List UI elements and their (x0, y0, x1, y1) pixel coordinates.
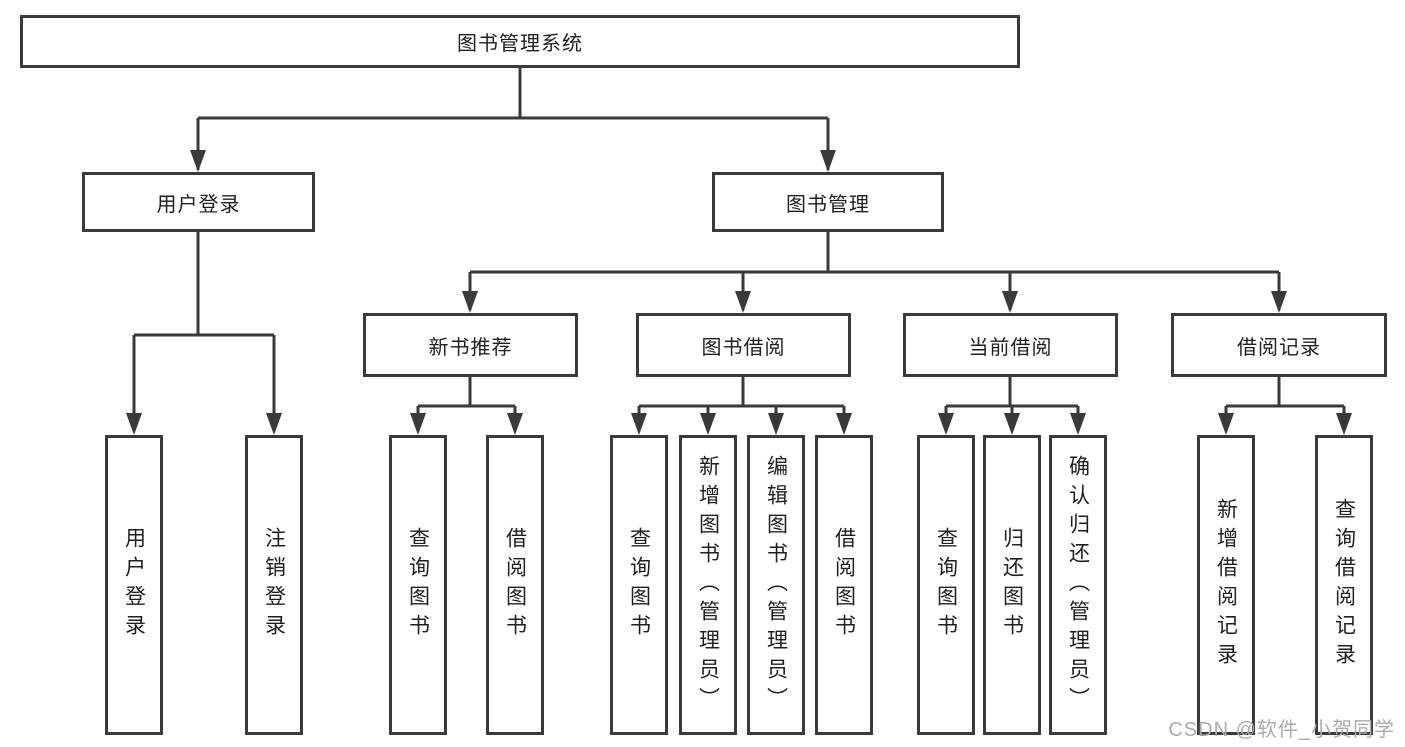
leaf-return-books: 归还图书 (983, 435, 1041, 735)
node-book-management: 图书管理 (712, 172, 944, 232)
leaf-borrow-books-recommendation: 借阅图书 (486, 435, 544, 735)
arrow-down-icon (190, 150, 206, 172)
leaf-logout: 注销登录 (245, 435, 303, 735)
arrow-down-icon (1218, 413, 1234, 435)
arrow-down-icon (1271, 291, 1287, 313)
leaf-query-books-borrowing: 查询图书 (610, 435, 668, 735)
leaf-add-borrow-record: 新增借阅记录 (1197, 435, 1255, 735)
arrow-down-icon (462, 291, 478, 313)
arrow-down-icon (1004, 413, 1020, 435)
arrow-down-icon (1336, 413, 1352, 435)
arrow-down-icon (700, 413, 716, 435)
arrow-down-icon (1002, 291, 1018, 313)
leaf-query-books-recommendation: 查询图书 (389, 435, 447, 735)
arrow-down-icon (631, 413, 647, 435)
node-new-book-recommendation: 新书推荐 (363, 313, 578, 377)
arrow-down-icon (1070, 413, 1086, 435)
arrow-down-icon (507, 413, 523, 435)
node-library-management-system: 图书管理系统 (20, 15, 1020, 68)
leaf-add-book-admin: 新增图书（管理员） (679, 435, 737, 735)
arrow-down-icon (266, 413, 282, 435)
leaf-borrow-books-borrowing: 借阅图书 (815, 435, 873, 735)
arrow-down-icon (938, 413, 954, 435)
arrow-down-icon (126, 413, 142, 435)
leaf-query-books-current: 查询图书 (917, 435, 975, 735)
node-borrowing-records: 借阅记录 (1171, 313, 1387, 377)
arrow-down-icon (820, 150, 836, 172)
arrow-down-icon (410, 413, 426, 435)
node-current-borrowing: 当前借阅 (903, 313, 1118, 377)
arrow-down-icon (836, 413, 852, 435)
leaf-query-borrow-record: 查询借阅记录 (1315, 435, 1373, 735)
arrow-down-icon (768, 413, 784, 435)
leaf-edit-book-admin: 编辑图书（管理员） (747, 435, 805, 735)
node-user-login: 用户登录 (82, 172, 315, 232)
csdn-watermark: CSDN @软件_小贺同学 (1168, 719, 1395, 741)
node-book-borrowing: 图书借阅 (636, 313, 851, 377)
leaf-confirm-return-admin: 确认归还（管理员） (1049, 435, 1107, 735)
arrow-down-icon (735, 291, 751, 313)
leaf-user-login: 用户登录 (105, 435, 163, 735)
